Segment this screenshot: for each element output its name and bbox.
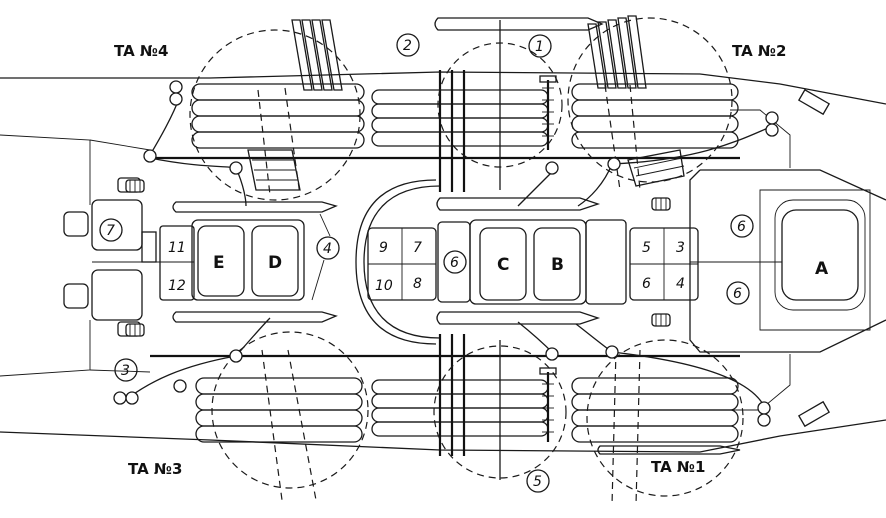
ladder-lower [539,367,557,442]
cell-label-7: 7 [413,240,422,256]
tube-bundle-ta2 [587,15,647,89]
stowage-rack-upper-left [191,83,365,149]
pulley-nodes [113,80,779,427]
compartment-c-box [479,227,527,301]
callout-1: 1 [535,39,544,55]
cell-label-4: 4 [676,276,685,292]
rack-grid-right [629,227,699,301]
callout-6-center: 6 [450,255,459,271]
cell-label-11: 11 [168,240,186,256]
compartment-label-e: E [213,253,225,273]
torpedo-center-lower [172,311,601,325]
cell-label-6: 6 [642,276,651,292]
cell-label-12: 12 [168,278,186,294]
cell-label-10: 10 [375,278,393,294]
callout-6-bow-lower: 6 [733,286,742,302]
stowage-rack-upper-right [571,83,739,149]
ladder-upper [539,75,557,150]
tube-label-ta1: TA №1 [651,458,705,476]
compartment-b-box [533,227,581,301]
compartment-group-cb [437,219,627,305]
tube-label-ta2: TA №2 [732,42,786,60]
bow-fitting-bottom [797,400,831,428]
hatch-stair-right [627,149,685,187]
rack-grid-left [367,227,437,301]
torpedo-outer-top [434,17,604,31]
cell-label-5: 5 [642,240,651,256]
hatch-stair-left [247,149,301,191]
loading-arcs [189,17,744,497]
tube-label-ta4: TA №4 [114,42,168,60]
callout-5: 5 [533,474,542,490]
compartment-group-ed [191,219,305,301]
transverse-rails [150,20,740,480]
bow-section [689,88,886,428]
callout-circles [99,33,754,493]
stowage-rack-lower-left [195,377,363,443]
compartment-label-a: A [815,259,829,279]
cable-runs [127,95,769,407]
stern-structures [63,177,195,337]
callout-4: 4 [323,241,332,257]
cell-label-8: 8 [413,276,422,292]
cell-label-9: 9 [379,240,388,256]
compartment-label-d: D [268,253,282,273]
compartment-d-box [251,225,299,297]
callout-3: 3 [121,363,130,379]
torpedo-outer-bottom [597,445,741,455]
compartment-a-box [781,209,859,301]
torpedo-center-upper [172,197,601,213]
callout-7: 7 [106,223,115,239]
callout-6-bow-upper: 6 [737,219,746,235]
tube-label-ta3: TA №3 [128,460,182,478]
callout-2: 2 [403,38,412,54]
tube-bundle-ta4 [291,19,343,91]
hull-outline [0,71,886,453]
bow-fitting-top [797,88,831,116]
loading-rail [355,179,441,345]
stowage-rack-lower-right [571,377,739,443]
fittings [125,179,671,337]
compartment-label-c: C [497,255,509,275]
stowage-rack-lower-mid [371,379,549,437]
compartment-label-b: B [551,255,564,275]
compartment-e-box [197,225,245,297]
cell-label-3: 3 [676,240,685,256]
stowage-rack-upper-mid [371,89,549,147]
